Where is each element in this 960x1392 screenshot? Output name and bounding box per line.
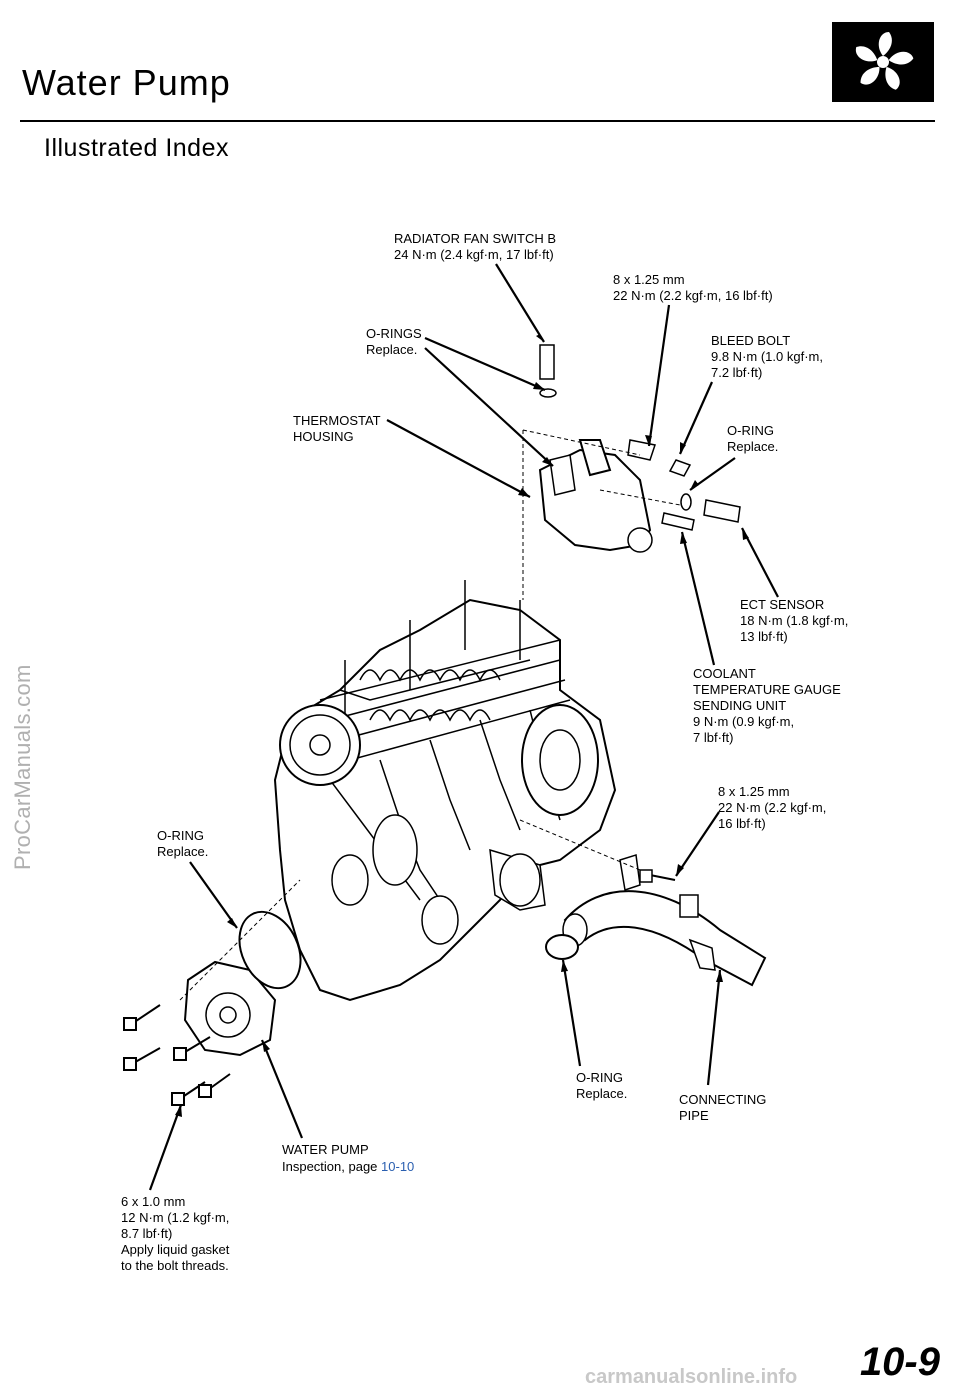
water-pump — [183, 910, 302, 1057]
thermostat-housing — [538, 439, 656, 553]
label-oring-bottom: O-RING Replace. — [576, 1070, 628, 1101]
label-orings-top: O-RINGS Replace. — [366, 326, 422, 357]
inspection-page-link[interactable]: 10-10 — [381, 1159, 415, 1174]
title-rule — [20, 120, 935, 122]
footer-watermark: carmanualsonline.info — [585, 1366, 798, 1388]
label-bolt-pipe: 8 x 1.25 mm 22 N·m (2.2 kgf·m, 16 lbf·ft… — [718, 784, 827, 831]
label-oring-right: O-RING Replace. — [727, 423, 779, 454]
fan-icon — [855, 32, 914, 90]
label-thermostat-housing: THERMOSTAT HOUSING — [293, 413, 381, 444]
section-badge — [832, 22, 934, 102]
page-number: 10-9 — [859, 1340, 940, 1384]
label-bolt-pump: 6 x 1.0 mm 12 N·m (1.2 kgf·m, 8.7 lbf·ft… — [121, 1194, 230, 1273]
page-subtitle: Illustrated Index — [44, 134, 229, 162]
page-title: Water Pump — [22, 62, 231, 103]
label-coolant-gauge: COOLANT TEMPERATURE GAUGE SENDING UNIT 9… — [693, 666, 841, 745]
label-bolt-top: 8 x 1.25 mm 22 N·m (2.2 kgf·m, 16 lbf·ft… — [613, 272, 773, 303]
timing-pulley — [279, 704, 361, 786]
label-connecting-pipe: CONNECTING PIPE — [679, 1092, 767, 1123]
arrow-heads — [175, 334, 749, 1117]
label-ect-sensor: ECT SENSOR 18 N·m (1.8 kgf·m, 13 lbf·ft) — [740, 597, 849, 644]
label-bleed-bolt: BLEED BOLT 9.8 N·m (1.0 kgf·m, 7.2 lbf·f… — [711, 333, 823, 380]
leader-lines — [148, 263, 779, 1191]
sensors — [539, 344, 741, 531]
label-inspection: Inspection, page 10-10 — [282, 1159, 415, 1174]
pump-bolts — [123, 1004, 231, 1106]
connecting-pipe-drawing — [545, 854, 767, 987]
label-radiator-fan-switch: RADIATOR FAN SWITCH B 24 N·m (2.4 kgf·m,… — [394, 231, 557, 262]
label-water-pump: WATER PUMP — [282, 1142, 369, 1157]
label-oring-left: O-RING Replace. — [157, 828, 209, 859]
